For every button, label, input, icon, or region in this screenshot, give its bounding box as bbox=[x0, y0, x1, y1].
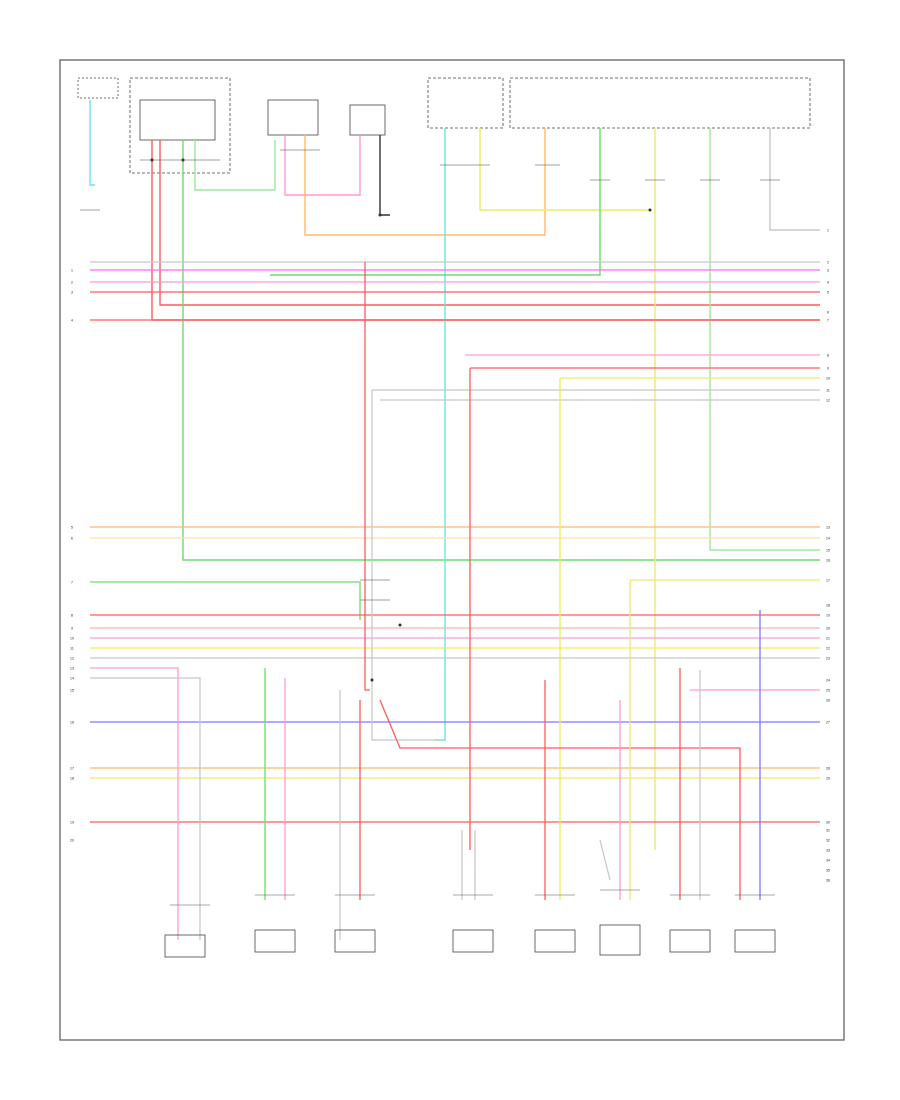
hot-at-all-times-box bbox=[77, 77, 119, 99]
wire-code-label: 5 bbox=[71, 526, 73, 530]
wire-code-label: 15 bbox=[826, 549, 830, 553]
wire-code-label: 19 bbox=[826, 614, 830, 618]
wire-code-label: 18 bbox=[70, 777, 74, 781]
wire-code-label: 11 bbox=[70, 647, 74, 651]
bottom-components bbox=[164, 924, 776, 958]
top-components bbox=[77, 77, 811, 174]
wire-code-label: 4 bbox=[71, 319, 73, 323]
ignition-relay bbox=[267, 99, 319, 136]
relay-module bbox=[139, 99, 216, 141]
wire-code-label: 34 bbox=[826, 859, 830, 863]
wire-code-label: 7 bbox=[827, 319, 829, 323]
component-5 bbox=[534, 929, 576, 953]
wire-code-label: 4 bbox=[827, 281, 829, 285]
wire-code-label: 8 bbox=[71, 614, 73, 618]
wire-code-label: 36 bbox=[826, 879, 830, 883]
component-1 bbox=[164, 934, 206, 958]
component-2 bbox=[254, 929, 296, 953]
wire-code-label: 9 bbox=[827, 367, 829, 371]
connector-ticks bbox=[80, 149, 780, 601]
wire-code-label: 16 bbox=[826, 559, 830, 563]
wire-code-label: 32 bbox=[826, 839, 830, 843]
wire-code-label: 15 bbox=[70, 689, 74, 693]
wire-code-label: 25 bbox=[826, 689, 830, 693]
wire-code-label: 22 bbox=[826, 647, 830, 651]
fuel-pump-relay bbox=[349, 104, 386, 136]
wire-code-label: 33 bbox=[826, 849, 830, 853]
wire-code-label: 19 bbox=[70, 821, 74, 825]
wire-code-label: 5 bbox=[827, 291, 829, 295]
wire-code-label: 18 bbox=[826, 604, 830, 608]
instrument-cluster-box bbox=[509, 77, 811, 129]
wire-code-label: 7 bbox=[71, 581, 73, 585]
component-4 bbox=[452, 929, 494, 953]
wire-code-label: 10 bbox=[70, 637, 74, 641]
component-7 bbox=[669, 929, 711, 953]
wire-code-label: 8 bbox=[827, 354, 829, 358]
component-6 bbox=[599, 924, 641, 956]
wire-code-label: 6 bbox=[71, 537, 73, 541]
wire-code-label: 17 bbox=[70, 767, 74, 771]
wire-code-label: 12 bbox=[826, 399, 830, 403]
wire-code-label: 28 bbox=[826, 767, 830, 771]
wire-code-label: 23 bbox=[826, 657, 830, 661]
wire-code-label: 13 bbox=[826, 526, 830, 530]
component-8 bbox=[734, 929, 776, 953]
wire-code-label: 35 bbox=[826, 869, 830, 873]
wire-code-label: 30 bbox=[826, 821, 830, 825]
wire-code-label: 11 bbox=[826, 389, 830, 393]
diagram-frame bbox=[59, 59, 845, 1041]
ignition-switch-box bbox=[427, 77, 504, 129]
wire-code-label: 26 bbox=[826, 699, 830, 703]
right-wire-codes: 1234567891011121314151617181920212223242… bbox=[826, 229, 830, 883]
wire-code-label: 10 bbox=[826, 377, 830, 381]
wire-code-label: 17 bbox=[826, 579, 830, 583]
wire-code-label: 20 bbox=[826, 627, 830, 631]
wire-code-label: 3 bbox=[71, 291, 73, 295]
wire-code-label: 16 bbox=[70, 721, 74, 725]
wire-code-label: 3 bbox=[827, 269, 829, 273]
horizontal-bus-wires bbox=[90, 261, 820, 823]
splice-points bbox=[150, 158, 652, 682]
wire-code-label: 13 bbox=[70, 667, 74, 671]
wire-code-label: 29 bbox=[826, 777, 830, 781]
wire-code-label: 24 bbox=[826, 679, 830, 683]
lower-wire-drops bbox=[90, 262, 820, 940]
wire-code-label: 6 bbox=[827, 311, 829, 315]
wire-code-label: 14 bbox=[826, 537, 830, 541]
wire-code-label: 27 bbox=[826, 721, 830, 725]
component-3 bbox=[334, 929, 376, 953]
wire-code-label: 2 bbox=[827, 261, 829, 265]
wire-code-label: 9 bbox=[71, 627, 73, 631]
wire-code-label: 12 bbox=[70, 657, 74, 661]
power-distribution-box bbox=[129, 77, 231, 174]
bottom-connectors bbox=[170, 889, 775, 906]
wire-code-label: 31 bbox=[826, 829, 830, 833]
wire-code-label: 21 bbox=[826, 637, 830, 641]
wire-code-label: 2 bbox=[71, 281, 73, 285]
wire-code-label: 1 bbox=[827, 229, 829, 233]
wire-code-label: 20 bbox=[70, 839, 74, 843]
wire-code-label: 14 bbox=[70, 677, 74, 681]
wire-code-label: 1 bbox=[71, 269, 73, 273]
